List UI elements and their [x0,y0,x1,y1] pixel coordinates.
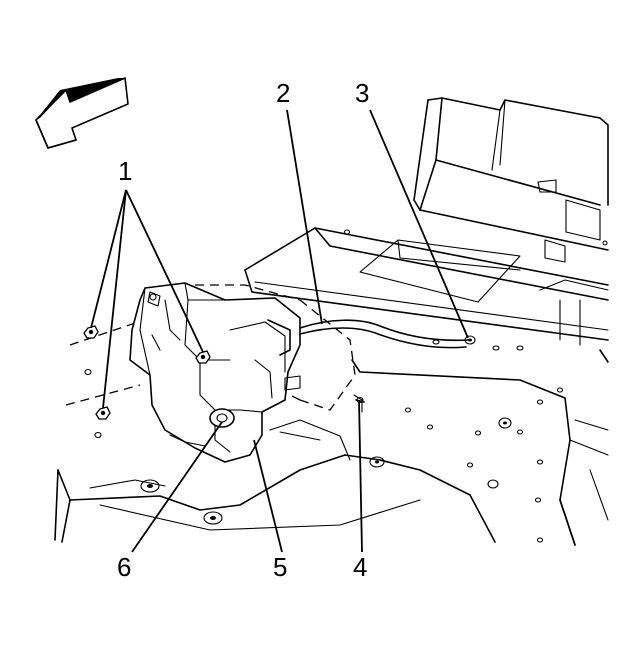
nut-fasteners [83,325,211,420]
callout-1: 1 [118,156,132,186]
nut-1b [95,406,111,420]
hose-line [299,319,469,413]
nut-1a [83,325,99,339]
nut-1c [195,350,211,364]
callout-2: 2 [276,78,290,108]
callout-6: 6 [117,552,131,582]
callout-3: 3 [355,78,369,108]
fastener-holes [84,229,608,543]
callout-5: 5 [273,552,287,582]
leader-lines [90,109,469,553]
direction-arrow-icon [35,77,129,149]
reservoir-assembly [129,282,301,463]
body-structure [54,97,609,546]
callout-4: 4 [353,552,367,582]
